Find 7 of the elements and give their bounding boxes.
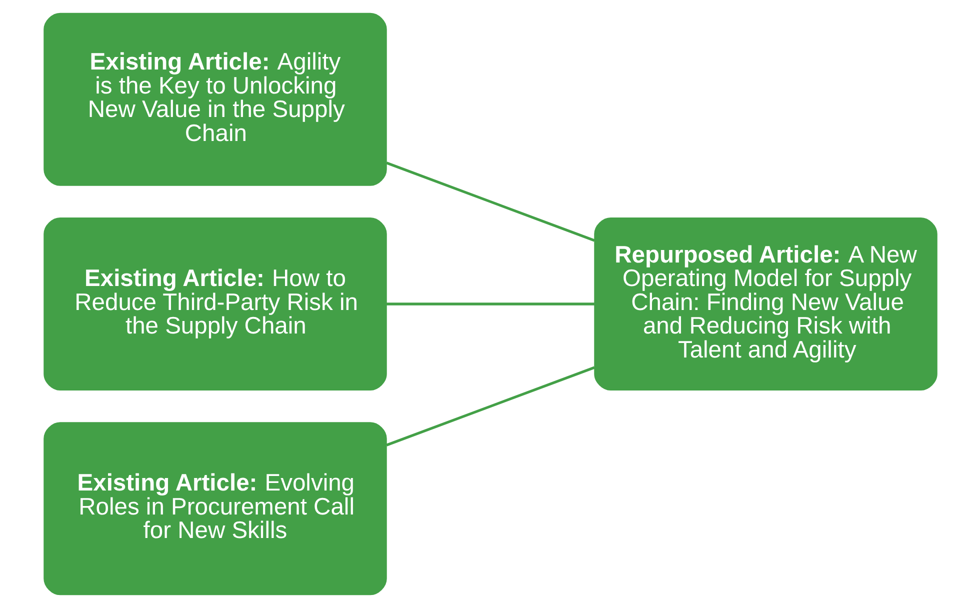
- node-box: Repurposed Article: A New Operating Model for Supply Chain: Finding New Value and Reducing Risk with Talent and Agility: [594, 218, 937, 390]
- connector: [386, 302, 594, 306]
- node-box: Existing Article: Agility is the Key to Unlocking New Value in the Supply Chain: [43, 12, 386, 186]
- connector: [386, 366, 594, 446]
- connector: [386, 162, 594, 242]
- node-box: Existing Article: How to Reduce Third-Party Risk in the Supply Chain: [43, 218, 386, 390]
- node-box: Existing Article: Evolving Roles in Procurement Call for New Skills: [43, 422, 386, 596]
